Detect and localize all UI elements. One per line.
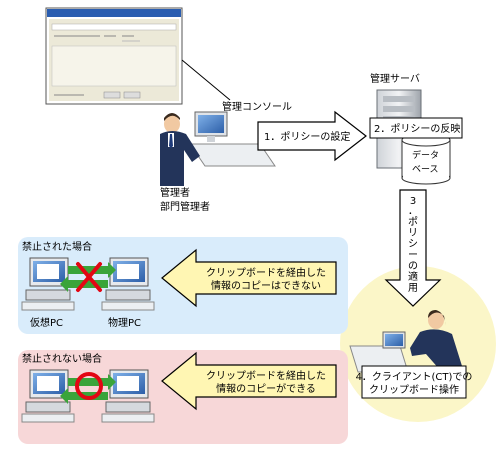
virtual-pc-label: 仮想PC	[30, 316, 63, 329]
console-callout-line	[181, 59, 231, 101]
policy-application-arrow	[384, 189, 442, 307]
allowed-title: 禁止されない場合	[22, 352, 102, 365]
client-step-line2: クリップボード操作	[369, 383, 459, 396]
step3-char: ．	[408, 206, 418, 217]
step3-char: 用	[408, 283, 418, 294]
step3-char: 適	[408, 270, 418, 283]
policy-setting-arrow	[257, 110, 367, 162]
prohibited-x-mark	[76, 262, 102, 292]
client-operation-box	[361, 365, 467, 399]
database-label-line2: ベース	[412, 165, 439, 175]
physical-pc-allowed	[101, 369, 155, 423]
prohibited-message-line2: 情報のコピーはできない	[211, 279, 321, 292]
server-label: 管理サーバ	[370, 72, 420, 85]
physical-pc-label: 物理PC	[108, 316, 141, 329]
step3-char: の	[408, 261, 418, 272]
physical-pc-prohibited	[101, 257, 155, 311]
policy-application-label: 3 ． ポ リ シ ー の 適 用	[408, 196, 418, 294]
step3-char: 3	[410, 196, 416, 207]
policy-apply-label: 2．ポリシーの反映	[374, 123, 460, 135]
step3-char: ー	[408, 250, 418, 261]
step3-char: シ	[408, 239, 418, 250]
allowed-circle-mark	[75, 372, 103, 400]
allowed-message-line1: クリップボードを経由した	[206, 369, 326, 382]
prohibited-message-line1: クリップボードを経由した	[206, 266, 326, 279]
policy-apply-box	[369, 117, 463, 139]
admin-label-line1: 管理者	[160, 186, 190, 199]
database-cylinder	[401, 133, 451, 185]
virtual-pc-allowed	[21, 369, 75, 423]
virtual-pc-prohibited	[21, 257, 75, 311]
client-step-line1: 4．クライアント(CT)での	[356, 371, 473, 383]
allowed-message-line2: 情報のコピーができる	[216, 382, 316, 395]
database-label-line1: データ	[412, 149, 439, 161]
policy-setting-label: 1．ポリシーの設定	[264, 130, 350, 143]
admin-label-line2: 部門管理者	[160, 200, 210, 213]
administrator-figure	[160, 111, 276, 186]
console-window	[45, 7, 183, 105]
step3-char: リ	[408, 228, 418, 239]
prohibited-message-arrow	[161, 248, 337, 308]
console-label: 管理コンソール	[222, 100, 292, 113]
allowed-message-arrow	[161, 351, 337, 411]
step3-char: ポ	[408, 216, 418, 228]
prohibited-title: 禁止された場合	[22, 240, 92, 253]
